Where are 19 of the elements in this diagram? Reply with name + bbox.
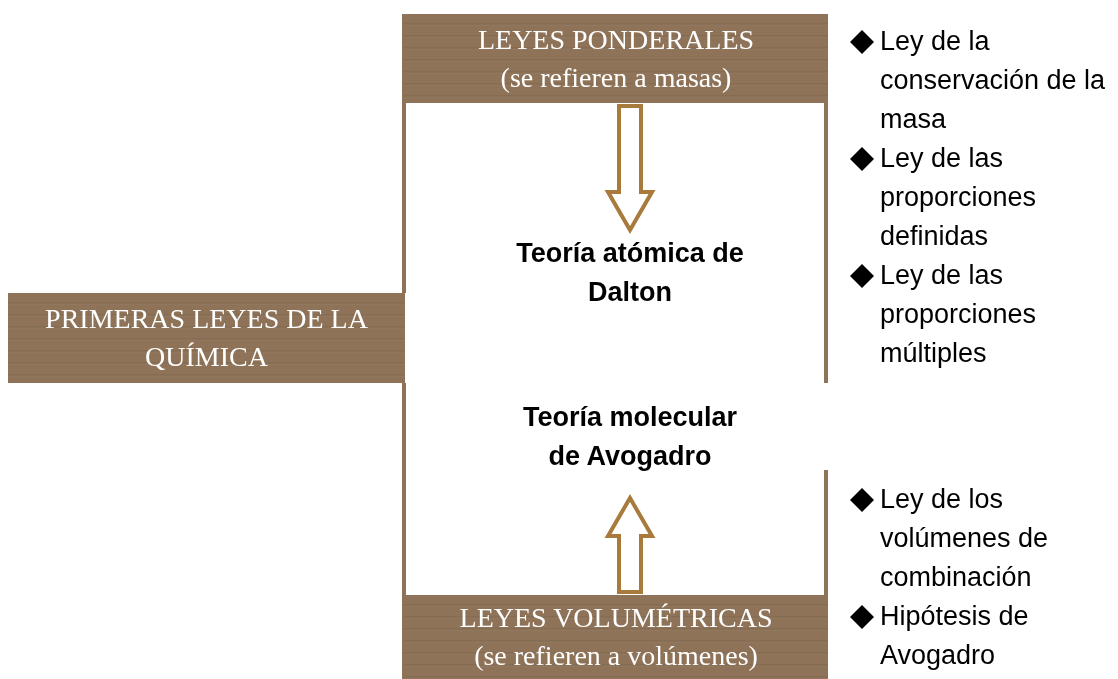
law-item: Ley de las proporciones múltiples (880, 259, 1038, 370)
hollow-arrow (604, 104, 656, 234)
law-item: Ley de los volúmenes de combinación (880, 483, 1050, 594)
theory-text: Teoría atómica de Dalton (515, 237, 745, 309)
law-item: Hipótesis de Avogadro (880, 600, 1030, 672)
title-band (8, 293, 405, 383)
connector-line (402, 383, 406, 595)
band-heading: LEYES PONDERALES (477, 22, 755, 57)
title-band (404, 595, 828, 679)
hollow-arrow (604, 494, 656, 594)
title-band (404, 14, 828, 103)
band-heading: LEYES VOLUMÉTRICAS (459, 601, 773, 635)
band-subtitle: (se refieren a masas) (500, 60, 732, 95)
connector-line (402, 103, 406, 293)
law-item: Ley de la conservación de la masa (880, 25, 1107, 136)
law-item: Ley de las proporciones definidas (880, 142, 1038, 253)
theory-text: Teoría molecular de Avogadro (521, 401, 739, 473)
band-heading: PRIMERAS LEYES DE LA QUÍMICA (44, 302, 369, 374)
band-subtitle: (se refieren a volúmenes) (474, 639, 758, 673)
